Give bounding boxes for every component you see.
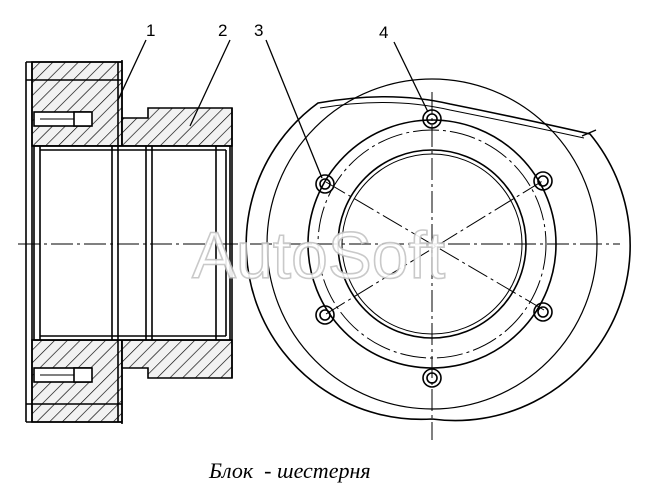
bore [33,145,231,341]
top-hub-section [121,107,233,147]
bolt-hole [315,305,335,325]
leader-lines [117,39,429,179]
bolt-hole [422,368,442,388]
bolt-hole [315,174,335,194]
callout-1: 1 [146,21,155,40]
end-view [245,78,631,440]
callout-4: 4 [379,23,388,42]
bottom-hub-section [121,339,233,379]
figure-caption: Блок - шестерня [208,458,371,483]
callout-2: 2 [218,21,227,40]
section-view [18,60,244,424]
callout-3: 3 [254,21,263,40]
bolt-hole [533,171,553,191]
watermark: AutoSoft [192,218,445,292]
top-flange-section [31,61,123,147]
bolt-hole [422,109,442,129]
bolt-hole [533,302,553,322]
